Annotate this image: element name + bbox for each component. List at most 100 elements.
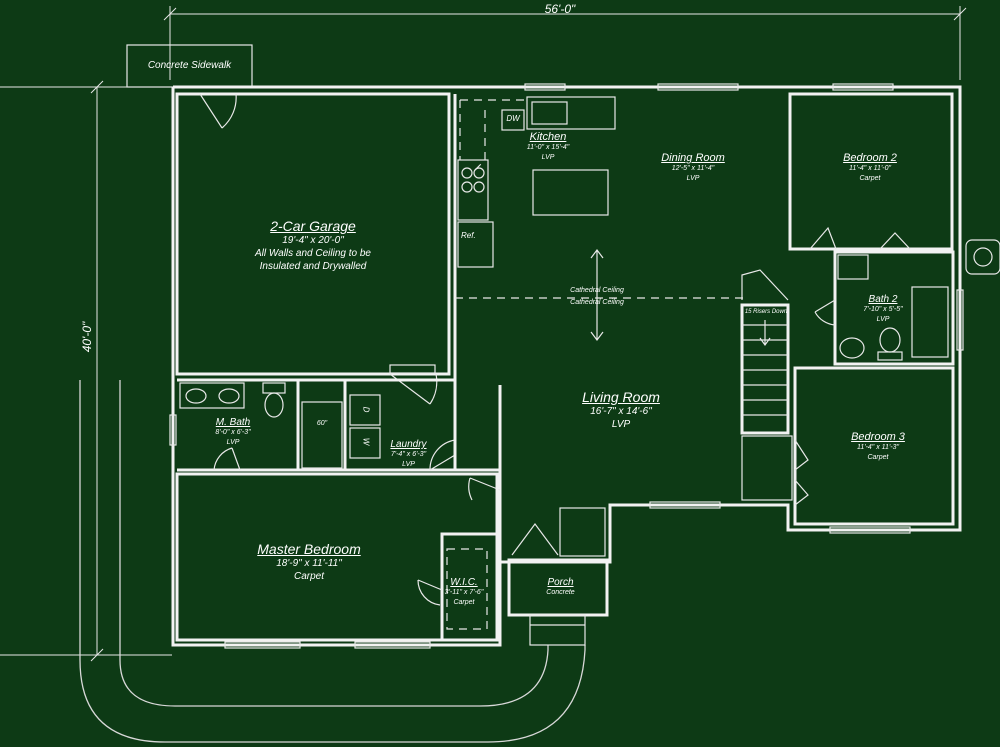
stair-arrowhead bbox=[759, 337, 771, 347]
cathedral-note-bottom: Cathedral Ceiling bbox=[570, 299, 624, 306]
living-floor: LVP bbox=[611, 419, 631, 430]
kitchen-sink bbox=[531, 101, 568, 125]
hvac-fan bbox=[973, 247, 993, 267]
kitchen-floor: LVP bbox=[541, 154, 555, 161]
mbath-sink-right bbox=[218, 388, 240, 404]
dishwasher bbox=[501, 109, 525, 131]
garage-walls bbox=[175, 92, 451, 376]
garage-name: 2-Car Garage bbox=[270, 218, 356, 234]
dining-size: 12'-5" x 11'-4" bbox=[671, 165, 715, 172]
wic-door-swing bbox=[417, 579, 443, 606]
dryer bbox=[349, 394, 381, 426]
exterior-wall bbox=[171, 85, 962, 647]
entry-door-swing bbox=[511, 522, 559, 556]
garage-note-2: Insulated and Drywalled bbox=[259, 261, 367, 272]
dryer-label: D bbox=[361, 406, 371, 413]
kitchen-label: Kitchen 11'-0" x 15'-4" LVP bbox=[508, 131, 588, 163]
master-floor: Carpet bbox=[293, 571, 324, 582]
exterior-hvac-unit bbox=[965, 239, 1000, 275]
stairs-note: 15 Risers Down bbox=[744, 309, 788, 315]
mbath-label: M. Bath 8'-0" x 6'-3" LVP bbox=[203, 417, 263, 448]
ceiling-arrowheads bbox=[590, 249, 604, 341]
wic-walls bbox=[440, 532, 499, 642]
dining-name: Dining Room bbox=[661, 152, 725, 164]
mbath-shower bbox=[301, 401, 343, 469]
depth-dimension-line bbox=[0, 80, 172, 662]
living-label: Living Room 16'-7" x 14'-6" LVP bbox=[561, 389, 681, 431]
bath2-label: Bath 2 7'-10" x 5'-5" LVP bbox=[853, 294, 913, 325]
laundry-door-swing bbox=[429, 439, 456, 471]
shower-size-label: 60" bbox=[316, 420, 328, 427]
wic-name: W.I.C. bbox=[450, 577, 478, 588]
stair-landing bbox=[741, 269, 789, 301]
bedroom2-name: Bedroom 2 bbox=[843, 152, 897, 164]
bath2-door-swing bbox=[814, 299, 836, 326]
stairwell bbox=[740, 303, 790, 435]
bedroom3-size: 11'-4" x 11'-3" bbox=[856, 444, 899, 451]
wic-size: 3'-11" x 7'-6" bbox=[444, 589, 484, 596]
garage-step bbox=[389, 364, 436, 374]
mbath-door-swing bbox=[213, 447, 241, 471]
mbath-toilet bbox=[264, 392, 284, 418]
garage-label: 2-Car Garage 19'-4" x 20'-0" All Walls a… bbox=[213, 218, 413, 273]
porch-floor: Concrete bbox=[546, 589, 575, 596]
bedroom3-floor: Carpet bbox=[867, 454, 889, 461]
burner-3 bbox=[461, 181, 473, 193]
sidewalk-label: Concrete Sidewalk bbox=[147, 60, 232, 71]
burner-1 bbox=[461, 167, 473, 179]
dining-floor: LVP bbox=[686, 175, 700, 182]
width-dimension-label: 56'-0" bbox=[544, 2, 576, 16]
bedroom2-walls bbox=[788, 92, 954, 251]
refrigerator-label: Ref. bbox=[461, 231, 476, 240]
kitchen-size: 11'-0" x 15'-4" bbox=[526, 144, 570, 151]
burner-2 bbox=[473, 167, 485, 179]
bedroom3-walls bbox=[793, 366, 955, 526]
washer bbox=[349, 427, 381, 459]
depth-dimension-label: 40'-0" bbox=[80, 321, 94, 353]
living-name: Living Room bbox=[582, 389, 660, 405]
bath2-name: Bath 2 bbox=[868, 294, 898, 305]
hall-door-swing bbox=[468, 477, 501, 501]
laundry-label: Laundry 7'-4" x 6'-3" LVP bbox=[381, 439, 436, 470]
living-size: 16'-7" x 14'-6" bbox=[590, 406, 652, 417]
bath2-toilet bbox=[879, 327, 901, 353]
bath2-floor: LVP bbox=[876, 316, 890, 323]
washer-label: W bbox=[361, 437, 371, 446]
master-size: 18'-9" x 11'-11" bbox=[276, 558, 342, 569]
bedroom2-size: 11'-4" x 11'-0" bbox=[848, 165, 891, 172]
kitchen-name: Kitchen bbox=[529, 131, 567, 143]
kitchen-island bbox=[532, 169, 609, 216]
mbath-toilet-tank bbox=[262, 382, 286, 394]
master-label: Master Bedroom 18'-9" x 11'-11" Carpet bbox=[239, 541, 379, 583]
porch-label: Porch Concrete bbox=[533, 577, 588, 598]
bedroom2-closet-doors bbox=[809, 226, 911, 250]
dining-label: Dining Room 12'-5" x 11'-4" LVP bbox=[643, 152, 743, 184]
bedroom3-closet-doors bbox=[794, 439, 809, 506]
bedroom3-name: Bedroom 3 bbox=[851, 431, 905, 443]
cathedral-note-top: Cathedral Ceiling bbox=[570, 287, 624, 294]
bedroom2-label: Bedroom 2 11'-4" x 11'-0" Carpet bbox=[820, 152, 920, 184]
porch-name: Porch bbox=[547, 577, 574, 588]
mbath-size: 8'-0" x 6'-3" bbox=[215, 429, 251, 436]
porch-steps bbox=[529, 614, 586, 646]
driveway-walkway bbox=[79, 380, 586, 743]
width-dimension-line bbox=[163, 6, 967, 80]
coat-closet bbox=[559, 507, 606, 557]
garage-size: 19'-4" x 20'-0" bbox=[282, 235, 344, 246]
bath2-toilet-tank bbox=[877, 351, 903, 361]
bedroom2-floor: Carpet bbox=[859, 175, 881, 182]
bedroom3-label: Bedroom 3 11'-4" x 11'-3" Carpet bbox=[828, 431, 928, 463]
master-name: Master Bedroom bbox=[257, 541, 361, 557]
windows bbox=[169, 83, 964, 649]
kitchen-range bbox=[457, 159, 489, 221]
wic-shelving bbox=[446, 548, 488, 630]
laundry-name: Laundry bbox=[390, 439, 427, 450]
bedroom3-closet bbox=[741, 435, 793, 501]
mbath-sink-left bbox=[185, 388, 207, 404]
garage-note-1: All Walls and Ceiling to be bbox=[255, 248, 371, 259]
bath2-sink bbox=[839, 337, 865, 359]
bath2-size: 7'-10" x 5'-5" bbox=[863, 306, 903, 313]
dishwasher-label: DW bbox=[506, 114, 520, 123]
